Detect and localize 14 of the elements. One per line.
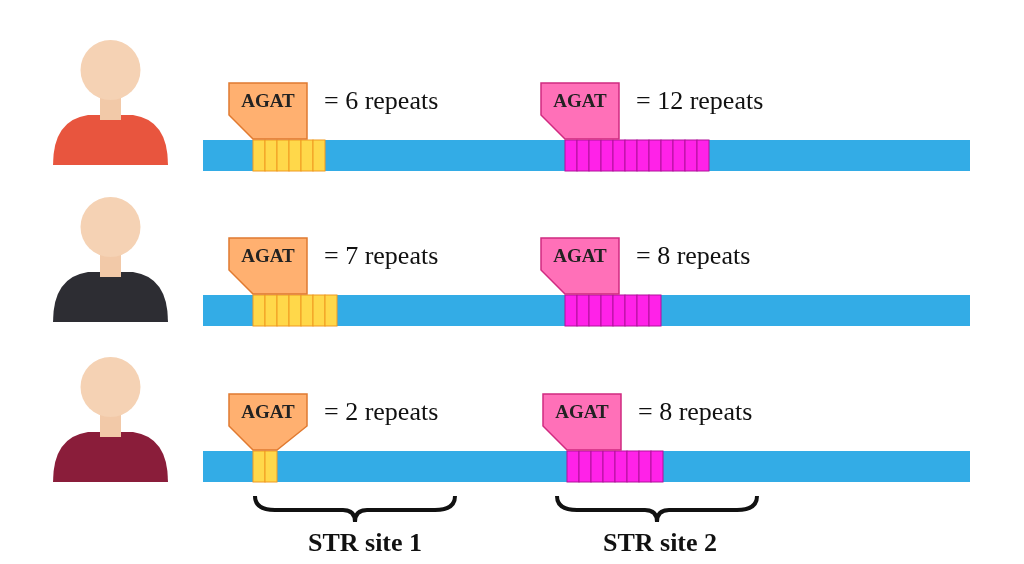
repeat-count: = 8 repeats [638, 397, 753, 427]
sequence-label: AGAT [240, 90, 296, 112]
repeat-count: = 6 repeats [324, 86, 439, 116]
repeat-count: = 8 repeats [636, 241, 751, 271]
sequence-label: AGAT [240, 245, 296, 267]
repeat-count: = 2 repeats [324, 397, 439, 427]
site-label: STR site 1 [306, 528, 424, 558]
sequence-label: AGAT [240, 401, 296, 423]
repeat-count: = 7 repeats [324, 241, 439, 271]
sequence-label: AGAT [554, 401, 610, 423]
sequence-label: AGAT [552, 90, 608, 112]
sequence-label: AGAT [552, 245, 608, 267]
site-label: STR site 2 [601, 528, 719, 558]
repeat-count: = 12 repeats [636, 86, 764, 116]
